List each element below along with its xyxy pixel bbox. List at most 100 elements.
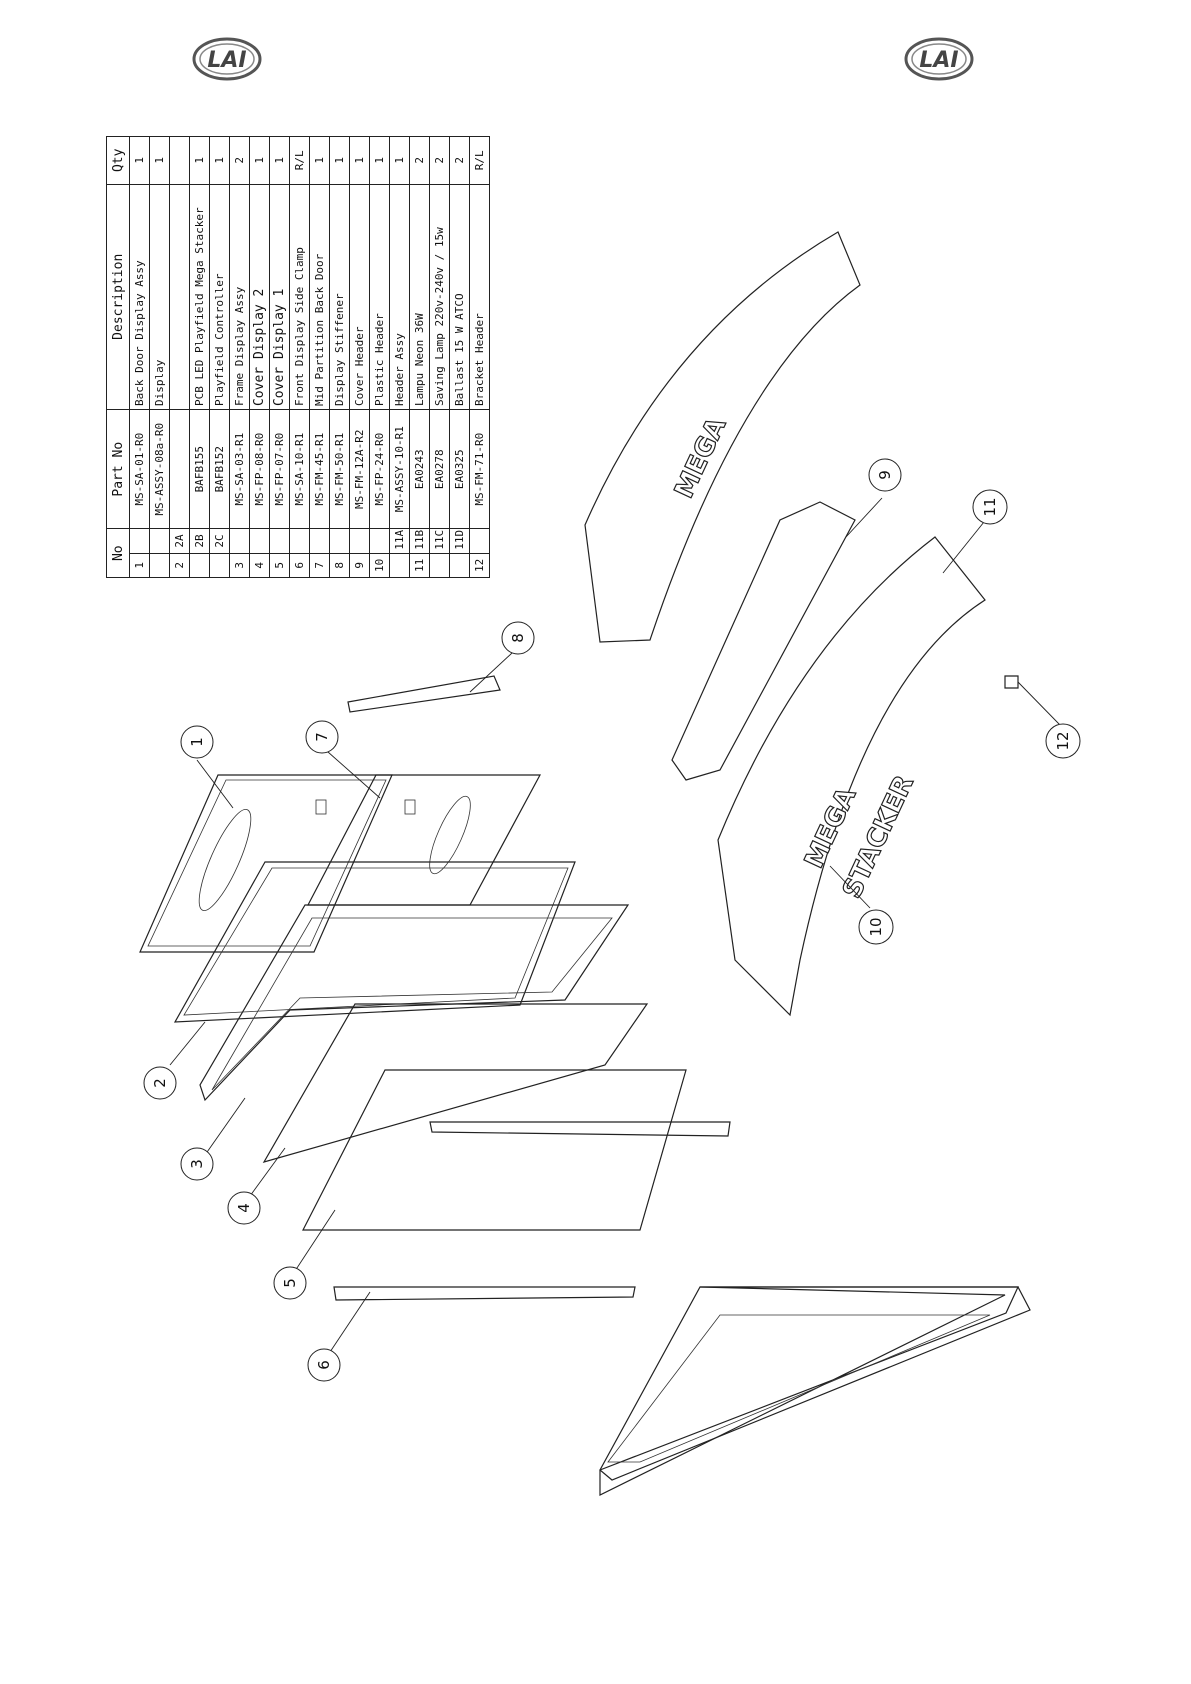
row-sub-no [329, 528, 350, 554]
row-qty: R/L [289, 136, 310, 185]
row-part-no: EA0278 [429, 409, 450, 529]
row-part-no: BAFB152 [209, 409, 230, 529]
row-part-no: MS-FM-71-R0 [469, 409, 490, 529]
row-part-no: MS-FM-50-R1 [329, 409, 350, 529]
row-no: 9 [349, 553, 370, 578]
row-description: Lampu Neon 36W [409, 184, 430, 410]
part-display-stiffener [347, 675, 501, 713]
row-qty: 1 [269, 136, 290, 185]
row-qty: 1 [149, 136, 170, 185]
lai-logo-text: LAI [207, 48, 246, 73]
row-description: Bracket Header [469, 184, 490, 410]
row-sub-no [129, 528, 150, 554]
header-part-no: Part No [106, 409, 130, 529]
header-description: Description [106, 184, 130, 410]
part-side-clamp-lower [333, 1286, 636, 1301]
row-no: 7 [309, 553, 330, 578]
row-sub-no: 11B [409, 528, 430, 554]
row-qty: 1 [209, 136, 230, 185]
row-qty [169, 136, 190, 185]
table-header-row: No Part No Description Qty [106, 136, 130, 578]
row-part-no: MS-SA-03-R1 [229, 409, 250, 529]
row-sub-no [309, 528, 330, 554]
part-side-clamp-upper [429, 1121, 731, 1137]
row-description: Frame Display Assy [229, 184, 250, 410]
mega-text-top: MEGA [669, 413, 732, 503]
row-sub-no: 2A [169, 528, 190, 554]
row-no [149, 553, 170, 578]
row-part-no: EA0325 [449, 409, 470, 529]
row-description: Cover Display 2 [249, 184, 270, 410]
row-no [189, 553, 210, 578]
row-description: Playfield Controller [209, 184, 230, 410]
header-no: No [106, 528, 130, 578]
part-header-assy-bottom: MEGA STACKER [717, 536, 986, 1017]
row-qty: 2 [409, 136, 430, 185]
row-part-no: MS-FM-12A-R2 [349, 409, 370, 529]
row-description: Ballast 15 W ATCO [449, 184, 470, 410]
row-description [169, 184, 190, 410]
row-no [449, 553, 470, 578]
row-no: 4 [249, 553, 270, 578]
lai-logo-right: LAI [904, 36, 974, 82]
row-description: Display Stiffener [329, 184, 350, 410]
part-cover-header [671, 501, 856, 781]
row-description: Saving Lamp 220v-240v / 15w [429, 184, 450, 410]
row-part-no: MS-ASSY-10-R1 [389, 409, 410, 529]
row-description: Header Assy [389, 184, 410, 410]
row-sub-no [249, 528, 270, 554]
row-no [389, 553, 410, 578]
row-qty: 1 [389, 136, 410, 185]
row-description: Front Display Side Clamp [289, 184, 310, 410]
part-bracket-header [1004, 675, 1019, 689]
row-qty: 1 [189, 136, 210, 185]
row-no: 5 [269, 553, 290, 578]
part-bottom-frame [599, 1286, 1031, 1496]
row-description: Plastic Header [369, 184, 390, 410]
row-no [209, 553, 230, 578]
row-description: PCB LED Playfield Mega Stacker [189, 184, 210, 410]
row-part-no: BAFB155 [189, 409, 210, 529]
lai-logo-text: LAI [919, 48, 958, 73]
row-qty: 1 [129, 136, 150, 185]
row-qty: 1 [369, 136, 390, 185]
row-no: 12 [469, 553, 490, 578]
row-part-no [169, 409, 190, 529]
row-sub-no [469, 528, 490, 554]
row-no: 3 [229, 553, 250, 578]
row-qty: 1 [309, 136, 330, 185]
row-description: Cover Display 1 [269, 184, 290, 410]
part-back-door [139, 774, 393, 953]
row-sub-no: 11A [389, 528, 410, 554]
row-part-no: MS-FP-07-R0 [269, 409, 290, 529]
header-qty: Qty [106, 136, 130, 185]
row-no: 2 [169, 553, 190, 578]
row-sub-no [229, 528, 250, 554]
row-part-no: MS-FM-45-R1 [309, 409, 330, 529]
row-no [429, 553, 450, 578]
row-part-no: EA0243 [409, 409, 430, 529]
row-qty: 2 [449, 136, 470, 185]
row-part-no: MS-FP-08-R0 [249, 409, 270, 529]
row-no: 6 [289, 553, 310, 578]
row-no: 8 [329, 553, 350, 578]
row-part-no: MS-ASSY-08a-R0 [149, 409, 170, 529]
part-cover-display-1 [302, 1069, 687, 1231]
part-display [173, 861, 576, 1023]
row-sub-no: 11C [429, 528, 450, 554]
row-qty: 2 [229, 136, 250, 185]
